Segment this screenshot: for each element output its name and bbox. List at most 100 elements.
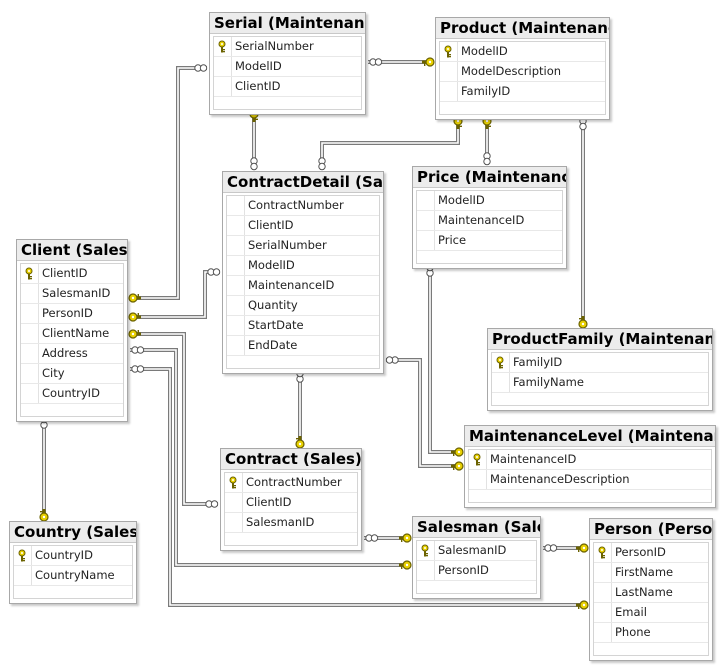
infinity-endpoint-icon[interactable]	[207, 268, 221, 276]
column-row[interactable]: MaintenanceID	[227, 276, 379, 296]
key-endpoint-icon[interactable]	[399, 560, 412, 570]
relationship-line-core	[386, 359, 462, 467]
column-row[interactable]: MaintenanceDescription	[469, 470, 711, 490]
column-name: FamilyName	[513, 375, 584, 389]
column-row[interactable]: PersonID	[417, 561, 536, 581]
column-row[interactable]: ClientID	[214, 77, 361, 97]
table-productfamily[interactable]: ProductFamily (Maintenance) FamilyID Famil…	[487, 328, 713, 411]
table-product[interactable]: Product (Maintenance) ModelIDModelDescrip…	[435, 17, 610, 120]
table-price[interactable]: Price (Maintenance) ModelID MaintenanceID P…	[412, 166, 567, 269]
key-endpoint-icon[interactable]	[451, 447, 464, 457]
column-row[interactable]: SalesmanID	[225, 513, 357, 533]
column-row[interactable]: ModelID	[440, 42, 605, 62]
column-row[interactable]: MaintenanceID	[469, 450, 711, 470]
table-title[interactable]: Salesman (Sales)	[413, 517, 540, 538]
column-row[interactable]: ModelID	[417, 191, 562, 211]
table-maintenancelevel[interactable]: MaintenanceLevel (Maintenance)Maintenanc…	[464, 425, 716, 508]
column-row[interactable]: ClientID	[225, 493, 357, 513]
column-row[interactable]: SerialNumber	[214, 37, 361, 57]
key-endpoint-icon[interactable]	[295, 436, 305, 449]
table-title[interactable]: ProductFamily (Maintenance)	[488, 329, 712, 350]
table-title[interactable]: Product (Maintenance)	[436, 18, 609, 39]
column-row[interactable]: Price	[417, 231, 562, 251]
column-row[interactable]: Address	[21, 344, 123, 364]
key-endpoint-icon[interactable]	[128, 312, 141, 322]
infinity-endpoint-icon[interactable]	[544, 544, 558, 552]
infinity-endpoint-icon[interactable]	[318, 157, 326, 171]
key-endpoint-icon[interactable]	[399, 533, 412, 543]
column-row[interactable]: LastName	[594, 583, 708, 603]
column-row[interactable]: ClientName	[21, 324, 123, 344]
table-title[interactable]: Person (Person)	[590, 519, 712, 540]
column-row[interactable]: ClientID	[227, 216, 379, 236]
column-name: FamilyID	[513, 355, 563, 369]
column-row[interactable]: ContractNumber	[225, 473, 357, 493]
key-endpoint-icon[interactable]	[422, 57, 435, 67]
column-name: PersonID	[615, 545, 666, 559]
table-serial[interactable]: Serial (Maintenance) SerialNumberModelIDC…	[209, 12, 366, 115]
column-row[interactable]: Email	[594, 603, 708, 623]
column-row[interactable]: EndDate	[227, 336, 379, 356]
column-row[interactable]: ModelID	[214, 57, 361, 77]
key-endpoint-icon[interactable]	[578, 316, 588, 329]
table-title[interactable]: MaintenanceLevel (Maintenance)	[465, 426, 715, 447]
column-row[interactable]: MaintenanceID	[417, 211, 562, 231]
infinity-endpoint-icon[interactable]	[194, 64, 208, 72]
table-title[interactable]: Client (Sales)	[17, 240, 127, 261]
table-title[interactable]: Price (Maintenance)	[413, 167, 566, 188]
infinity-endpoint-icon[interactable]	[131, 346, 145, 354]
column-row[interactable]: FamilyID	[492, 353, 708, 373]
table-person[interactable]: Person (Person) PersonID FirstNameLastName…	[589, 518, 713, 661]
column-row[interactable]: StartDate	[227, 316, 379, 336]
column-row[interactable]: FamilyID	[440, 82, 605, 102]
column-name: SalesmanID	[42, 286, 111, 300]
column-row[interactable]: CountryName	[14, 566, 132, 586]
column-row[interactable]: ModelDescription	[440, 62, 605, 82]
key-endpoint-icon[interactable]	[39, 509, 49, 522]
key-endpoint-icon[interactable]	[451, 461, 464, 471]
table-title[interactable]: ContractDetail (Sales)	[223, 172, 383, 193]
column-row[interactable]: CountryID	[21, 384, 123, 404]
column-row[interactable]: CountryID	[14, 546, 132, 566]
infinity-endpoint-icon[interactable]	[483, 152, 491, 166]
column-name: EndDate	[248, 338, 298, 352]
infinity-endpoint-icon[interactable]	[250, 157, 258, 171]
key-endpoint-icon[interactable]	[576, 543, 589, 553]
column-row[interactable]: SalesmanID	[417, 541, 536, 561]
key-endpoint-icon[interactable]	[128, 293, 141, 303]
column-row[interactable]: ClientID	[21, 264, 123, 284]
infinity-endpoint-icon[interactable]	[205, 500, 219, 508]
column-row[interactable]: SalesmanID	[21, 284, 123, 304]
column-row[interactable]: City	[21, 364, 123, 384]
column-row[interactable]: Phone	[594, 623, 708, 643]
key-endpoint-icon[interactable]	[576, 600, 589, 610]
column-name: MaintenanceID	[438, 213, 525, 227]
column-row[interactable]: FamilyName	[492, 373, 708, 393]
table-title[interactable]: Serial (Maintenance)	[210, 13, 365, 34]
column-name: Phone	[615, 625, 651, 639]
row-separator	[231, 57, 232, 76]
column-row[interactable]: PersonID	[21, 304, 123, 324]
empty-row	[227, 356, 379, 368]
infinity-endpoint-icon[interactable]	[365, 534, 379, 542]
primary-key-icon	[495, 353, 509, 372]
table-title[interactable]: Country (Sales)	[10, 522, 136, 543]
infinity-endpoint-icon[interactable]	[369, 58, 383, 66]
infinity-endpoint-icon[interactable]	[131, 365, 145, 373]
table-contractdetail[interactable]: ContractDetail (Sales) ContractNumberClie…	[222, 171, 384, 374]
column-row[interactable]: SerialNumber	[227, 236, 379, 256]
relationship-line-core	[321, 118, 459, 170]
column-row[interactable]: PersonID	[594, 543, 708, 563]
infinity-endpoint-icon[interactable]	[385, 356, 399, 364]
key-endpoint-icon[interactable]	[128, 329, 141, 339]
table-title[interactable]: Contract (Sales)	[221, 449, 361, 470]
column-row[interactable]: Quantity	[227, 296, 379, 316]
column-row[interactable]: ModelID	[227, 256, 379, 276]
column-row[interactable]: ContractNumber	[227, 196, 379, 216]
column-row[interactable]: FirstName	[594, 563, 708, 583]
table-client[interactable]: Client (Sales) ClientID SalesmanID PersonID…	[16, 239, 128, 422]
